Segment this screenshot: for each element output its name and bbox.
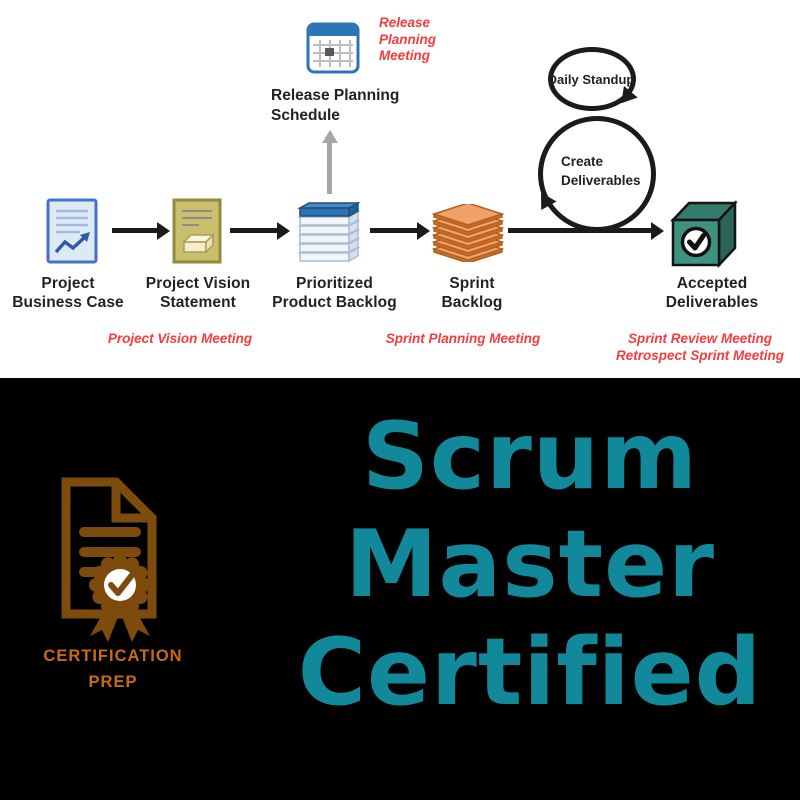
sprint-backlog-stack-icon (432, 204, 504, 262)
release-planning-schedule-label: Release Planning Schedule (271, 86, 399, 126)
step-label-project-business-case: Project Business Case (8, 274, 128, 312)
caption-line: CERTIFICATION (43, 647, 183, 665)
step-line: Statement (160, 294, 236, 311)
calendar-icon (306, 22, 360, 74)
title-line-master: Master (344, 510, 716, 618)
scrum-flow-diagram: Release Planning Meeting Release Plannin… (0, 0, 800, 378)
flow-arrow-1 (112, 221, 170, 240)
caption-line: PREP (88, 673, 138, 691)
step-line: Accepted (676, 275, 748, 292)
step-line: Deliverables (665, 294, 759, 311)
scrum-master-certified-title: Scrum Master Certified (240, 402, 800, 726)
certification-banner: CERTIFICATION PREP Scrum Master Certifie… (0, 378, 800, 800)
meeting-line: Project Vision Meeting (107, 331, 253, 346)
step-line: Project Vision (145, 275, 251, 292)
business-case-document-icon (46, 198, 98, 264)
release-meeting-line: Meeting (379, 48, 431, 63)
sprint-review-retrospect-meeting-label: Sprint Review Meeting Retrospect Sprint … (605, 331, 795, 364)
create-deliverables-label: Create Deliverables (561, 152, 641, 190)
daily-standup-label: Daily Standup (547, 71, 635, 87)
title-line-certified: Certified (297, 618, 763, 726)
schedule-line: Schedule (271, 107, 340, 124)
schedule-line: Release Planning (271, 87, 400, 104)
sprint-planning-meeting-label: Sprint Planning Meeting (377, 331, 549, 348)
create-deliverables-line: Create (561, 154, 604, 169)
step-label-prioritized-product-backlog: Prioritized Product Backlog (262, 274, 407, 312)
step-label-project-vision-statement: Project Vision Statement (138, 274, 258, 312)
step-line: Product Backlog (272, 294, 397, 311)
vision-statement-document-icon (172, 198, 222, 264)
step-line: Business Case (12, 294, 124, 311)
release-meeting-line: Release (379, 15, 431, 30)
step-line: Prioritized (296, 275, 373, 292)
flow-arrow-2 (230, 221, 290, 240)
up-arrow-icon (321, 130, 338, 194)
certificate-badge-icon (61, 477, 157, 642)
meeting-line: Sprint Planning Meeting (385, 331, 541, 346)
step-label-accepted-deliverables: Accepted Deliverables (647, 274, 777, 312)
step-label-sprint-backlog: Sprint Backlog (412, 274, 532, 312)
step-line: Backlog (441, 294, 503, 311)
daily-standup-loop (548, 47, 636, 111)
release-meeting-line: Planning (379, 31, 436, 47)
deliverables-cube-icon (670, 199, 738, 268)
flow-arrow-3 (370, 221, 430, 240)
certification-prep-caption: CERTIFICATION PREP (28, 643, 198, 695)
flow-arrow-4 (508, 221, 664, 240)
product-backlog-stack-icon (297, 201, 361, 263)
project-vision-meeting-label: Project Vision Meeting (95, 331, 265, 348)
release-planning-meeting-label: Release Planning Meeting (379, 15, 436, 65)
meeting-line: Retrospect Sprint Meeting (615, 347, 785, 363)
create-deliverables-line: Deliverables (561, 173, 641, 188)
title-line-scrum: Scrum (361, 402, 699, 510)
step-line: Sprint (449, 275, 495, 292)
step-line: Project (41, 275, 95, 292)
meeting-line: Sprint Review Meeting (627, 331, 773, 346)
